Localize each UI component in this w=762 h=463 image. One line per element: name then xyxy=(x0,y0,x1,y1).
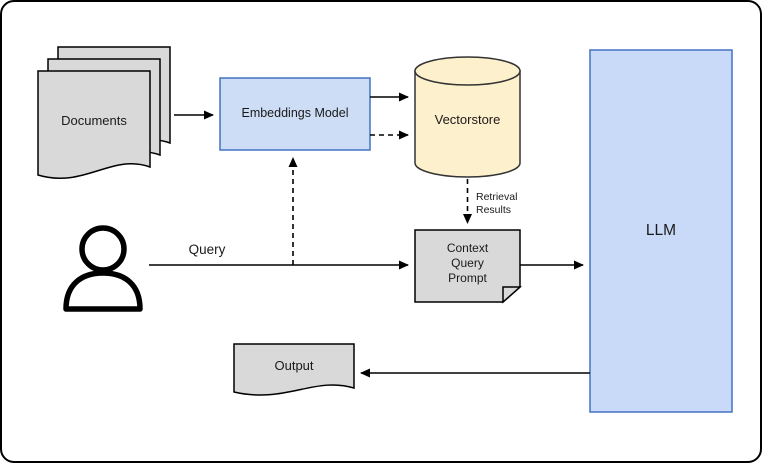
person-icon xyxy=(63,225,143,312)
person-shoulders xyxy=(63,270,143,312)
context-note-fold xyxy=(502,286,522,304)
vectorstore-node xyxy=(414,56,521,178)
edges xyxy=(149,92,590,378)
documents-node xyxy=(37,46,171,180)
context-query-prompt-node xyxy=(414,229,522,304)
llm-node xyxy=(589,49,733,413)
output-node xyxy=(233,343,355,396)
embeddings-model-node xyxy=(219,77,371,151)
vectorstore-cylinder-top xyxy=(414,56,521,86)
vectorstore-cylinder-body xyxy=(414,70,521,178)
person-head xyxy=(79,225,127,273)
document-page-front xyxy=(37,70,151,180)
